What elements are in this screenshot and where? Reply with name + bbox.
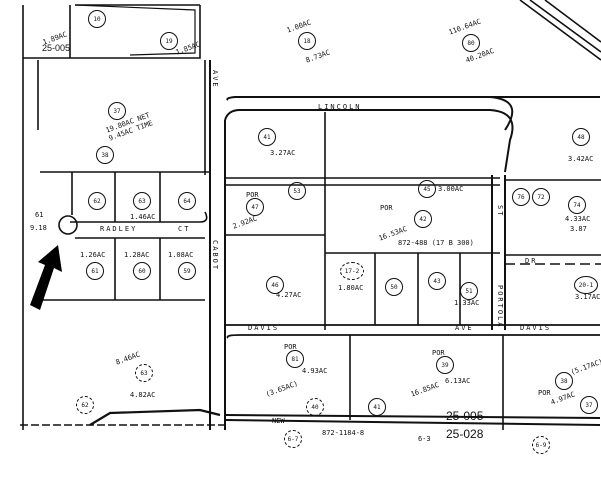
parcel-area: 9.18 <box>30 224 47 232</box>
sheet-label-bottom-lower: 25-028 <box>446 427 484 441</box>
parcel-number: 74 <box>568 196 586 214</box>
parcel-number: 48 <box>572 128 590 146</box>
parcel-area-2: 4.82AC <box>130 391 156 399</box>
sheet-label-top: 25-005 <box>42 43 71 53</box>
parcel-area: 3.00AC <box>438 185 464 193</box>
parcel-label: POR <box>246 191 259 199</box>
parcel-number: 38 <box>96 146 114 164</box>
locator-arrow-icon <box>30 245 62 310</box>
parcel-number: 51 <box>460 282 478 300</box>
deed-note: 872-1184-8 <box>322 429 365 437</box>
parcel-area-2: 3.87 <box>570 225 587 233</box>
parcel-number: 41 <box>258 128 276 146</box>
street-davis-east: DAVIS <box>520 324 552 332</box>
parcel-number: 37 <box>580 396 598 414</box>
parcel-area: 1.46AC <box>130 213 156 221</box>
street-cabot-ave: AVE <box>211 70 219 89</box>
parcel-number: 38 <box>555 372 573 390</box>
parcel-number: 17-2 <box>340 262 364 280</box>
parcel-number: 6-9 <box>532 436 550 454</box>
parcel-number: 10 <box>88 10 106 28</box>
parcel-number: 63 <box>133 192 151 210</box>
parcel-area: 4.27AC <box>276 291 302 299</box>
parcel-number: 59 <box>178 262 196 280</box>
parcel-number: 72 <box>532 188 550 206</box>
parcel-number: 80 <box>462 34 480 52</box>
parcel-area: 4.33AC <box>565 215 591 223</box>
parcel-number: 41 <box>368 398 386 416</box>
street-portola-st: ST <box>496 205 504 218</box>
parcel-number: 47 <box>246 198 264 216</box>
street-davis-ave: AVE <box>455 324 474 332</box>
parcel-number: 43 <box>428 272 446 290</box>
parcel-area: 1.80AC <box>338 284 364 292</box>
parcel-area: 1.33AC <box>454 299 480 307</box>
street-cabot: CABOT <box>211 240 219 272</box>
parcel-number: 63 <box>135 364 153 382</box>
parcel-number: 40 <box>306 398 324 416</box>
parcel-number: 53 <box>288 182 306 200</box>
parcel-label: POR <box>538 389 551 397</box>
parcel-number: 64 <box>178 192 196 210</box>
parcel-area: 1.28AC <box>124 251 150 259</box>
parcel-number: 19 <box>160 32 178 50</box>
parcel-label: POR <box>284 343 297 351</box>
parcel-number: 20-1 <box>574 276 598 294</box>
street-radley: RADLEY <box>100 225 138 233</box>
sheet-label-bottom-upper: 25-005 <box>446 409 484 423</box>
parcel-area: 3.42AC <box>568 155 594 163</box>
parcel-number: 46 <box>266 276 284 294</box>
parcel-number: 61 <box>86 262 104 280</box>
parcel-number: 81 <box>286 350 304 368</box>
parcel-area: 1.08AC <box>168 251 194 259</box>
parcel-number: 62 <box>76 396 94 414</box>
street-radley-ct: CT <box>178 225 191 233</box>
street-dr: DR <box>525 257 538 265</box>
parcel-label: POR <box>380 204 393 212</box>
parcel-number: 62 <box>88 192 106 210</box>
street-davis-west: DAVIS <box>248 324 280 332</box>
parcel-number: 60 <box>133 262 151 280</box>
parcel-area: 6.13AC <box>445 377 471 385</box>
parcel-number: 50 <box>385 278 403 296</box>
parcel-number: 18 <box>298 32 316 50</box>
street-portola: PORTOLA <box>496 285 504 329</box>
parcel-area: 3.17AC <box>575 293 601 301</box>
parcel-label: POR <box>432 349 445 357</box>
street-lincoln: LINCOLN <box>318 103 362 111</box>
parcel-number: 61 <box>35 211 44 219</box>
deed-note: 872-488 (17 B 300) <box>398 239 474 247</box>
street-new: NEW <box>272 417 285 425</box>
parcel-area: 3.27AC <box>270 149 296 157</box>
parcel-number: 6-3 <box>418 435 431 443</box>
parcel-area: 1.26AC <box>80 251 106 259</box>
parcel-number: 37 <box>108 102 126 120</box>
parcel-area: 4.93AC <box>302 367 328 375</box>
parcel-number: 39 <box>436 356 454 374</box>
parcel-number: 45 <box>418 180 436 198</box>
parcel-number: 76 <box>512 188 530 206</box>
parcel-number: 42 <box>414 210 432 228</box>
parcel-number: 6-7 <box>284 430 302 448</box>
